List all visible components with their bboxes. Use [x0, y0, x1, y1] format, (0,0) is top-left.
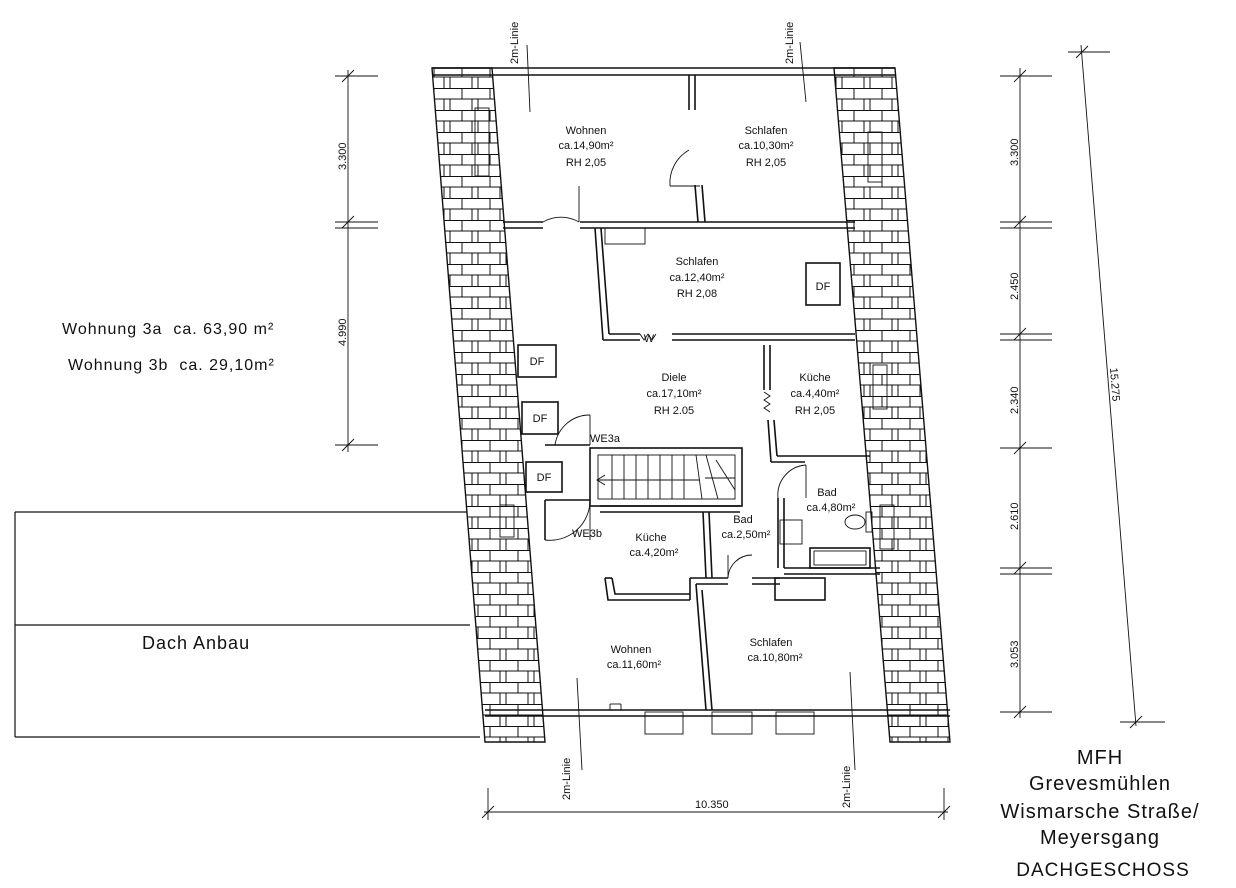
- svg-text:RH 2,05: RH 2,05: [795, 405, 835, 417]
- right-dimension-chain: [1000, 68, 1052, 719]
- svg-text:ca.4,20m²: ca.4,20m²: [630, 547, 679, 559]
- svg-text:ca.2,50m²: ca.2,50m²: [722, 529, 771, 541]
- svg-text:ca.4,40m²: ca.4,40m²: [791, 388, 840, 400]
- svg-text:Küche: Küche: [799, 372, 830, 384]
- room-bad-right: Bad ca.4,80m²: [807, 487, 856, 514]
- room-diele: Diele ca.17,10m² RH 2.05: [646, 372, 701, 417]
- two-meter-line-label-top-right: 2m-Linie: [784, 22, 796, 64]
- svg-text:ca.10,30m²: ca.10,30m²: [738, 140, 793, 152]
- title-line-5: DACHGESCHOSS: [1016, 860, 1190, 881]
- svg-text:RH 2.05: RH 2.05: [654, 405, 694, 417]
- svg-text:RH 2,08: RH 2,08: [677, 288, 717, 300]
- room-schlafen-bottom: Schlafen ca.10,80m²: [747, 637, 802, 664]
- roof-window-label: DF: [816, 281, 831, 293]
- right-dimension-value: 2.450: [1009, 272, 1021, 300]
- svg-text:ca.17,10m²: ca.17,10m²: [646, 388, 701, 400]
- svg-text:Bad: Bad: [817, 487, 837, 499]
- two-meter-line-label-bottom-left: 2m-Linie: [561, 758, 573, 800]
- diagonal-dimension-value: 15.275: [1107, 367, 1122, 401]
- right-dimension-value: 3.053: [1009, 640, 1021, 668]
- two-meter-lines: [526, 41, 856, 771]
- svg-text:ca.12,40m²: ca.12,40m²: [669, 272, 724, 284]
- svg-text:Diele: Diele: [661, 372, 686, 384]
- left-dimension-value: 3.300: [337, 142, 349, 170]
- roof-window-label: DF: [530, 356, 545, 368]
- svg-text:Schlafen: Schlafen: [745, 125, 788, 137]
- title-block: MFH Grevesmühlen Wismarsche Straße/ Meye…: [1000, 747, 1199, 881]
- svg-text:Bad: Bad: [733, 514, 753, 526]
- title-line-2: Grevesmühlen: [1029, 773, 1171, 795]
- svg-text:Wohnen: Wohnen: [566, 125, 607, 137]
- annex-roof: Dach Anbau: [14, 511, 480, 738]
- bottom-dimension-value: 10.350: [695, 799, 729, 811]
- roof-window-label: DF: [533, 413, 548, 425]
- svg-text:ca.4,80m²: ca.4,80m²: [807, 502, 856, 514]
- right-dimension-value: 2.340: [1009, 386, 1021, 414]
- room-bad-mid: Bad ca.2,50m²: [722, 514, 771, 541]
- annex-roof-label: Dach Anbau: [142, 633, 250, 653]
- left-dimension-value: 4.990: [337, 318, 349, 346]
- svg-text:Küche: Küche: [635, 532, 666, 544]
- title-line-4: Meyersgang: [1040, 827, 1160, 849]
- svg-text:RH 2,05: RH 2,05: [566, 157, 606, 169]
- room-schlafen-mid: Schlafen ca.12,40m² RH 2,08: [669, 256, 724, 300]
- bottom-dimension: [481, 788, 951, 820]
- room-schlafen-top: Schlafen ca.10,30m² RH 2,05: [738, 125, 793, 169]
- svg-text:RH 2,05: RH 2,05: [746, 157, 786, 169]
- unit-entrance-we3b: WE3b: [572, 528, 602, 540]
- room-wohnen-top: Wohnen ca.14,90m² RH 2,05: [558, 125, 613, 169]
- svg-text:ca.10,80m²: ca.10,80m²: [747, 652, 802, 664]
- right-dimension-value: 2.610: [1009, 502, 1021, 530]
- room-kueche-bottom: Küche ca.4,20m²: [630, 532, 679, 559]
- svg-text:ca.14,90m²: ca.14,90m²: [558, 140, 613, 152]
- wohnung-3b-summary: Wohnung 3b ca. 29,10m²: [68, 357, 275, 374]
- right-brick-wall: [833, 67, 951, 743]
- wohnung-3a-summary: Wohnung 3a ca. 63,90 m²: [62, 321, 274, 338]
- interior-walls: [503, 75, 880, 711]
- svg-text:ca.11,60m²: ca.11,60m²: [607, 659, 662, 671]
- room-wohnen-bottom: Wohnen ca.11,60m²: [607, 644, 662, 671]
- roof-window-label: DF: [537, 472, 552, 484]
- title-line-1: MFH: [1077, 747, 1123, 769]
- room-kueche-right: Küche ca.4,40m² RH 2,05: [791, 372, 840, 417]
- svg-text:Schlafen: Schlafen: [750, 637, 793, 649]
- svg-text:Schlafen: Schlafen: [676, 256, 719, 268]
- two-meter-line-label-bottom-right: 2m-Linie: [841, 766, 853, 808]
- wall-marker-label: W: [644, 333, 655, 345]
- svg-text:Wohnen: Wohnen: [611, 644, 652, 656]
- left-brick-wall: [431, 67, 546, 743]
- left-dimension-chain: [335, 69, 378, 452]
- diagonal-dimension: [1068, 44, 1165, 729]
- title-line-3: Wismarsche Straße/: [1000, 801, 1199, 823]
- right-dimension-value: 3.300: [1009, 138, 1021, 166]
- two-meter-line-label-top-left: 2m-Linie: [509, 22, 521, 64]
- unit-entrance-we3a: WE3a: [590, 433, 621, 445]
- exterior-walls: [431, 67, 951, 743]
